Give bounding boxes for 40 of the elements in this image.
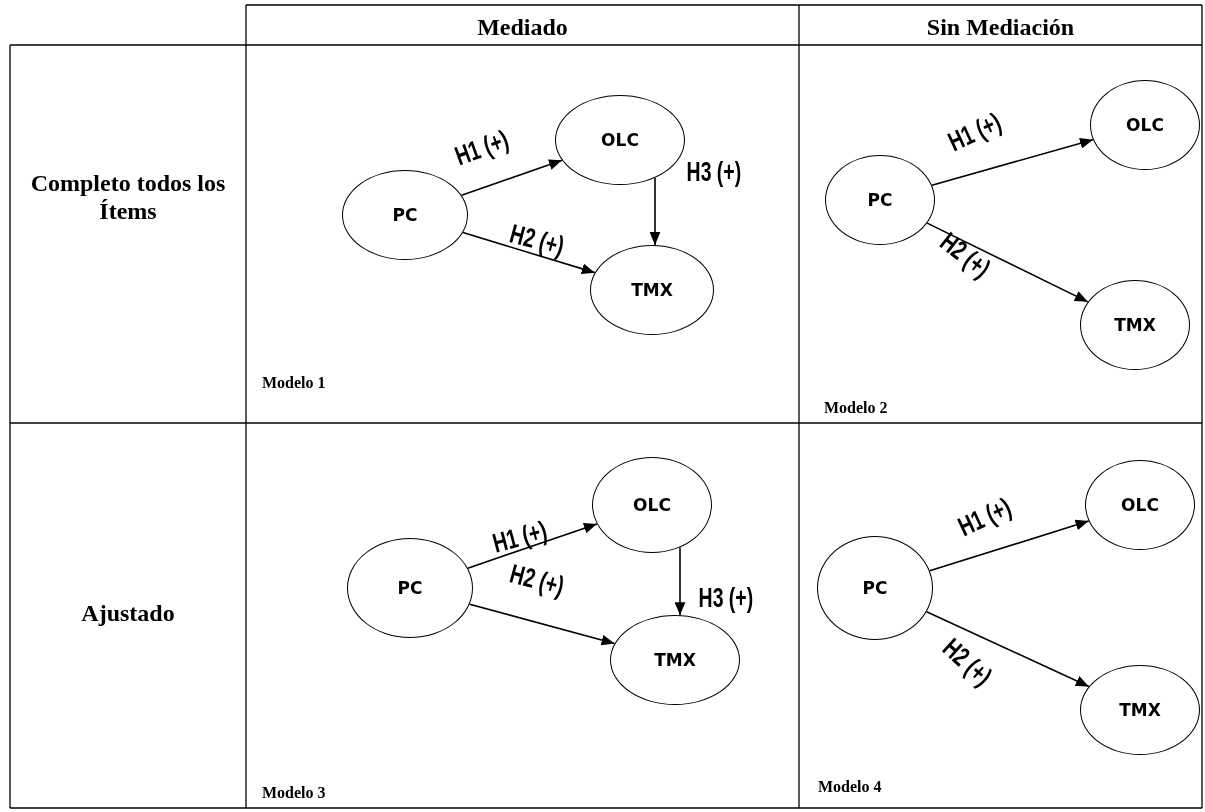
node-label: TMX xyxy=(631,280,673,300)
arrow xyxy=(926,222,1089,303)
arrow xyxy=(925,610,1090,688)
row-header: Completo todos los Ítems xyxy=(29,170,227,226)
node-label: PC xyxy=(867,190,893,210)
edge-label: H2 (+) xyxy=(507,219,567,261)
arrow xyxy=(928,519,1090,572)
edge-label: H2 (+) xyxy=(507,559,567,601)
edge-label: H1 (+) xyxy=(944,108,1006,156)
column-header: Mediado xyxy=(476,14,569,42)
node-label: OLC xyxy=(1121,495,1159,515)
model-label: Modelo 2 xyxy=(824,399,889,418)
model-label: Modelo 1 xyxy=(262,374,327,393)
node-label: PC xyxy=(397,578,423,598)
arrow xyxy=(931,138,1094,187)
node-label: TMX xyxy=(654,650,696,670)
arrow xyxy=(674,546,686,616)
node-label: OLC xyxy=(633,495,671,515)
node-label: TMX xyxy=(1119,700,1161,720)
model-label: Modelo 3 xyxy=(262,784,327,803)
row-header: Ajustado xyxy=(80,600,176,628)
node-label: TMX xyxy=(1114,315,1156,335)
model-label: Modelo 4 xyxy=(818,778,883,797)
edge-label: H2 (+) xyxy=(935,227,995,283)
edge-label: H3 (+) xyxy=(686,158,742,186)
arrow xyxy=(649,177,661,246)
edge-label: H1 (+) xyxy=(490,516,550,558)
arrow xyxy=(462,231,596,275)
node-label: OLC xyxy=(601,130,639,150)
arrow xyxy=(468,603,616,646)
column-header: Sin Mediación xyxy=(925,14,1076,42)
node-label: PC xyxy=(862,578,888,598)
edge-label: H2 (+) xyxy=(937,633,997,691)
node-label: PC xyxy=(392,205,418,225)
node-label: OLC xyxy=(1126,115,1164,135)
arrow xyxy=(460,159,563,197)
edge-label: H3 (+) xyxy=(698,584,754,612)
arrow xyxy=(467,523,598,569)
edge-label: H1 (+) xyxy=(954,493,1016,541)
edge-label: H1 (+) xyxy=(451,126,513,170)
